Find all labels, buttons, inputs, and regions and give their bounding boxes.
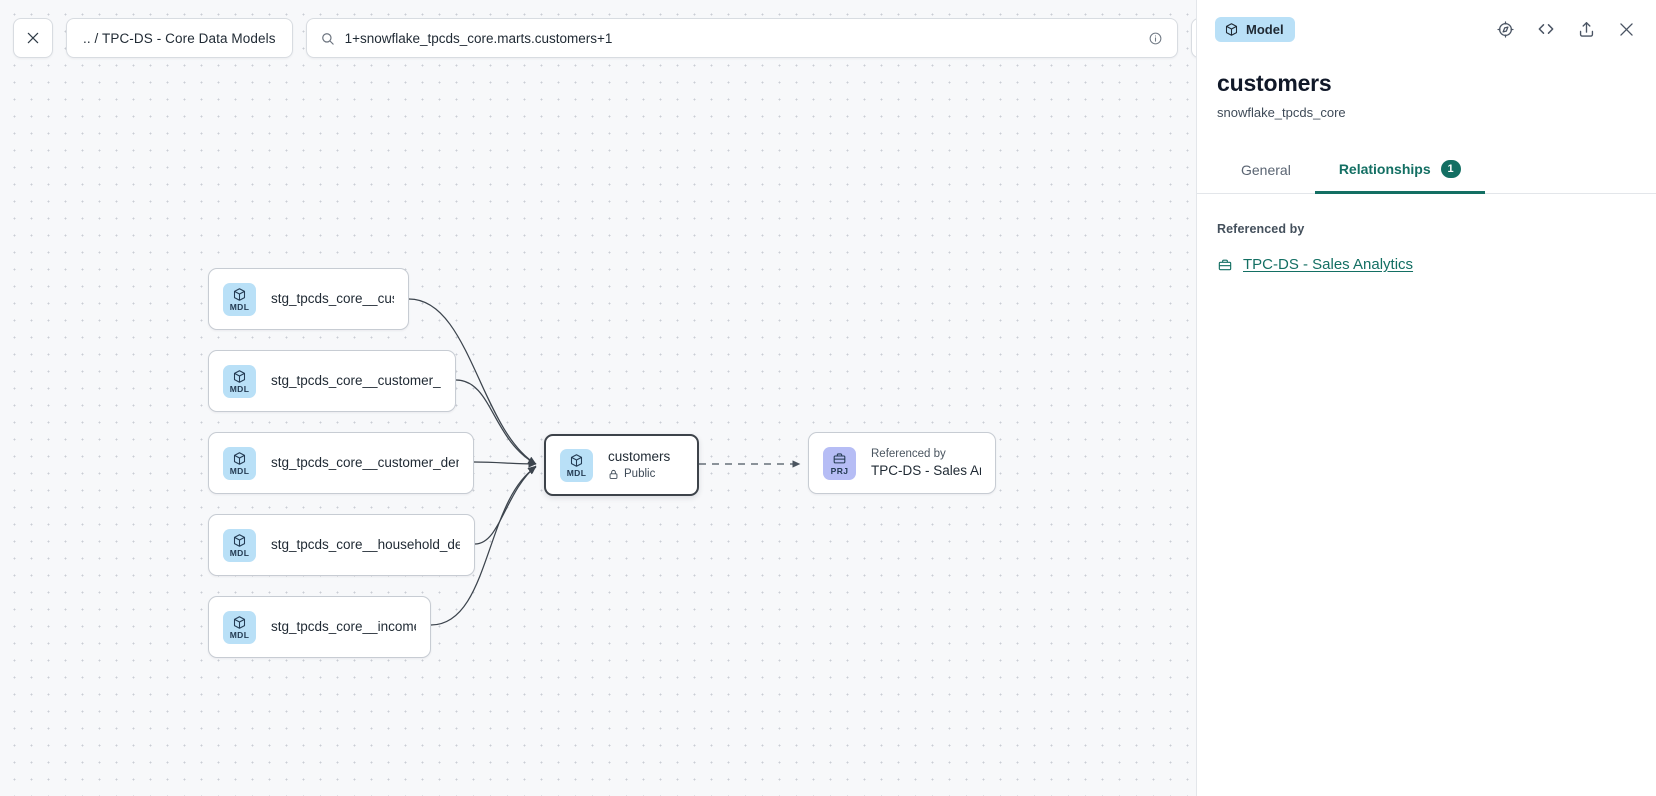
model-badge: MDL (223, 282, 256, 316)
model-badge: MDL (560, 448, 593, 482)
lineage-node-stg-customer[interactable]: MDL stg_tpcds_core__customer (208, 268, 409, 330)
node-title: stg_tpcds_core__household_demogr… (271, 537, 460, 552)
node-relation-label: Referenced by (871, 447, 946, 460)
search-icon (321, 32, 334, 45)
refresh-lineage-button[interactable] (1190, 18, 1196, 58)
breadcrumb-button[interactable]: .. / TPC-DS - Core Data Models (66, 18, 293, 58)
node-labels: stg_tpcds_core__customer (271, 290, 394, 308)
close-lineage-button[interactable] (13, 18, 53, 58)
details-panel: Model (1196, 0, 1656, 796)
project-icon (833, 452, 846, 463)
entity-kind-chip[interactable]: Model (1215, 16, 1295, 42)
node-labels: stg_tpcds_core__customer_demogra… (271, 454, 459, 472)
node-labels: Referenced by TPC-DS - Sales Analytics (871, 447, 981, 480)
cube-icon (233, 615, 246, 629)
lineage-node-stg-customer-address[interactable]: MDL stg_tpcds_core__customer_address (208, 350, 456, 412)
node-title: stg_tpcds_core__income_band (271, 619, 416, 634)
tab-label: General (1241, 162, 1291, 178)
project-icon (1217, 257, 1233, 273)
badge-label: PRJ (830, 465, 849, 476)
node-labels: customers Public (608, 448, 670, 482)
share-icon[interactable] (1577, 20, 1596, 39)
lineage-graph: MDL stg_tpcds_core__customer MDL stg_tpc… (208, 268, 996, 658)
tab-general[interactable]: General (1217, 152, 1315, 194)
model-badge: MDL (223, 364, 256, 398)
close-panel-icon[interactable] (1617, 20, 1636, 39)
list-item[interactable]: TPC-DS - Sales Analytics (1217, 256, 1636, 273)
node-title: TPC-DS - Sales Analytics (871, 462, 981, 478)
cube-icon (233, 287, 246, 301)
cube-icon (233, 533, 246, 547)
lineage-toolbar: .. / TPC-DS - Core Data Models 1+snowfla… (13, 18, 1196, 58)
page-title: customers (1217, 70, 1332, 96)
panel-tabs: General Relationships 1 (1197, 150, 1656, 194)
node-title: stg_tpcds_core__customer_demogra… (271, 455, 459, 470)
section-label-referenced-by: Referenced by (1217, 222, 1305, 236)
entity-source: snowflake_tpcds_core (1217, 105, 1346, 120)
badge-label: MDL (229, 301, 250, 312)
model-badge: MDL (223, 528, 256, 562)
panel-header-actions (1496, 19, 1636, 39)
node-title: stg_tpcds_core__customer (271, 291, 394, 306)
lineage-canvas[interactable]: MDL stg_tpcds_core__customer MDL stg_tpc… (0, 0, 1196, 796)
lineage-node-project-sales-analytics[interactable]: PRJ Referenced by TPC-DS - Sales Analyti… (808, 432, 996, 494)
status-badge: 1 (1440, 160, 1461, 178)
badge-label: MDL (229, 465, 250, 476)
visibility-label: Public (624, 468, 656, 480)
lock-icon (609, 469, 618, 479)
node-visibility: Public (608, 466, 670, 482)
lineage-node-customers-selected[interactable]: MDL customers Public (544, 434, 699, 496)
node-labels: stg_tpcds_core__income_band (271, 618, 416, 636)
tab-label: Relationships (1338, 161, 1431, 177)
close-x-icon (27, 32, 39, 44)
lineage-node-stg-customer-demographics[interactable]: MDL stg_tpcds_core__customer_demogra… (208, 432, 474, 494)
badge-label: MDL (566, 467, 587, 478)
lineage-search[interactable]: 1+snowflake_tpcds_core.marts.customers+1 (305, 18, 1178, 58)
search-input[interactable]: 1+snowflake_tpcds_core.marts.customers+1 (344, 30, 613, 46)
entity-kind-label: Model (1246, 21, 1284, 37)
model-badge: MDL (223, 446, 256, 480)
reference-link[interactable]: TPC-DS - Sales Analytics (1243, 256, 1414, 273)
cube-icon (570, 453, 583, 467)
entity-header: customers snowflake_tpcds_core (1197, 58, 1656, 120)
lineage-edges (408, 298, 801, 626)
node-title: customers (608, 449, 671, 464)
cube-icon (1225, 22, 1238, 36)
node-title: stg_tpcds_core__customer_address (271, 373, 441, 388)
details-panel-header: Model (1197, 0, 1656, 58)
node-labels: stg_tpcds_core__household_demogr… (271, 536, 460, 554)
tab-relationships[interactable]: Relationships 1 (1314, 150, 1485, 194)
lineage-node-stg-household-demographics[interactable]: MDL stg_tpcds_core__household_demogr… (208, 514, 475, 576)
node-labels: stg_tpcds_core__customer_address (271, 372, 441, 390)
panel-body: Referenced by TPC-DS - Sales Analytics (1197, 194, 1656, 273)
info-circle-icon[interactable] (1148, 31, 1163, 46)
breadcrumb: .. / TPC-DS - Core Data Models (83, 30, 276, 46)
badge-label: MDL (229, 547, 250, 558)
badge-label: MDL (229, 629, 250, 640)
lineage-node-stg-income-band[interactable]: MDL stg_tpcds_core__income_band (208, 596, 431, 658)
lineage-compass-icon[interactable] (1496, 20, 1515, 39)
badge-label: MDL (229, 383, 250, 394)
cube-icon (233, 451, 246, 465)
model-badge: MDL (223, 610, 256, 644)
cube-icon (233, 369, 246, 383)
code-icon[interactable] (1536, 19, 1556, 39)
project-badge: PRJ (823, 446, 856, 480)
